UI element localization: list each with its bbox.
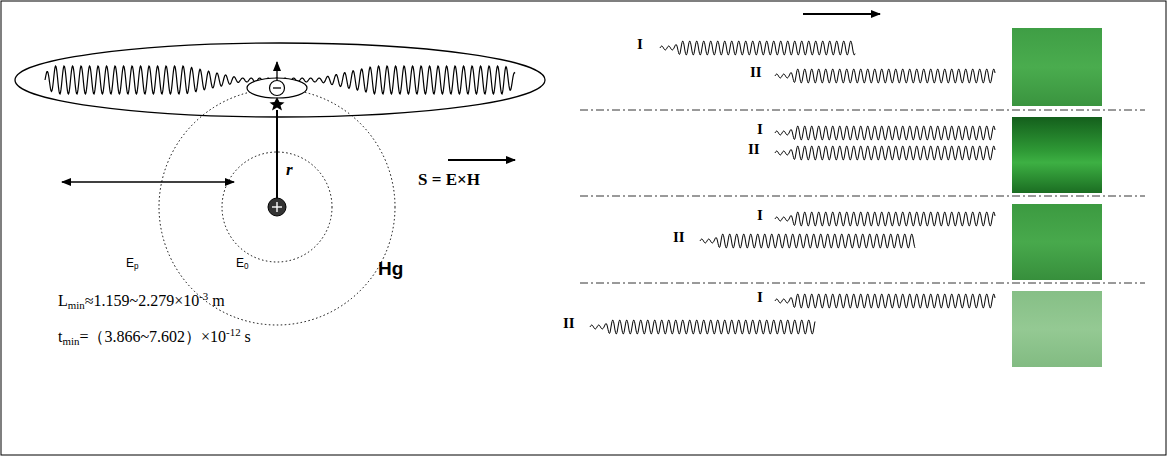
label: E [126, 256, 134, 270]
direction-arrow [448, 159, 515, 161]
plus-sign [276, 202, 277, 212]
subscript: p [134, 262, 139, 271]
electron-orbit [247, 78, 307, 98]
label: m [212, 292, 224, 309]
subscript: min [68, 299, 85, 311]
nucleus [268, 198, 286, 216]
text-line: r [286, 160, 293, 180]
label: S = E×H [418, 170, 480, 189]
minus-sign [273, 87, 281, 88]
wave-train [590, 320, 815, 334]
text-line: tmin=（3.866~7.602）×10-12 s [58, 326, 251, 348]
electron [270, 81, 285, 96]
label: Hg [378, 258, 403, 279]
exponent: -12 [226, 326, 241, 338]
text-line: II [748, 140, 760, 158]
label: II [748, 141, 760, 157]
fringe-photo [1012, 291, 1102, 367]
exponent: -3 [199, 290, 208, 302]
subscript: 0 [244, 262, 249, 271]
label: ≈1.159~2.279×10 [85, 292, 199, 309]
label: I [757, 121, 763, 137]
label: II [673, 229, 685, 245]
text-line: Lmin≈1.159~2.279×10-3 m [58, 290, 225, 312]
label: t [58, 328, 62, 345]
text-line: II [750, 63, 762, 81]
label: I [757, 289, 763, 305]
direction-arrow [803, 13, 880, 15]
fringe-photo [1012, 28, 1102, 106]
label: E [236, 256, 244, 270]
fringe-photo [1012, 204, 1102, 280]
outer-orbit [159, 89, 395, 325]
wave-train [775, 294, 995, 308]
wave-train [775, 126, 995, 140]
label: r [286, 160, 293, 179]
spin-arrow [276, 62, 277, 80]
double-arrow [62, 181, 234, 182]
text-line: I [757, 288, 763, 306]
separator [580, 110, 1145, 111]
label: II [563, 315, 575, 331]
wave-train [660, 41, 855, 55]
wave-envelope [15, 43, 545, 117]
star [270, 97, 285, 111]
wave-train [775, 69, 995, 83]
text-line: I [757, 120, 763, 138]
label: I [637, 36, 643, 52]
label: I [757, 207, 763, 223]
separator [580, 283, 1145, 284]
wave-train [775, 212, 995, 226]
label: s [245, 328, 251, 345]
text-line: II [563, 314, 575, 332]
label: L [58, 292, 68, 309]
text-line: Ep [126, 256, 139, 272]
wave-train [775, 146, 995, 160]
text-line: E0 [236, 256, 249, 272]
text-line: II [673, 228, 685, 246]
text-line: I [637, 35, 643, 53]
subscript: min [62, 335, 79, 347]
label: =（3.866~7.602）×10 [79, 328, 226, 345]
text-line: I [757, 206, 763, 224]
label: II [750, 64, 762, 80]
text-line: Hg [378, 258, 403, 281]
radius-line [276, 110, 278, 198]
wave-train [700, 234, 915, 248]
fringe-photo [1012, 117, 1102, 193]
separator [580, 196, 1145, 197]
text-line: S = E×H [418, 170, 480, 190]
